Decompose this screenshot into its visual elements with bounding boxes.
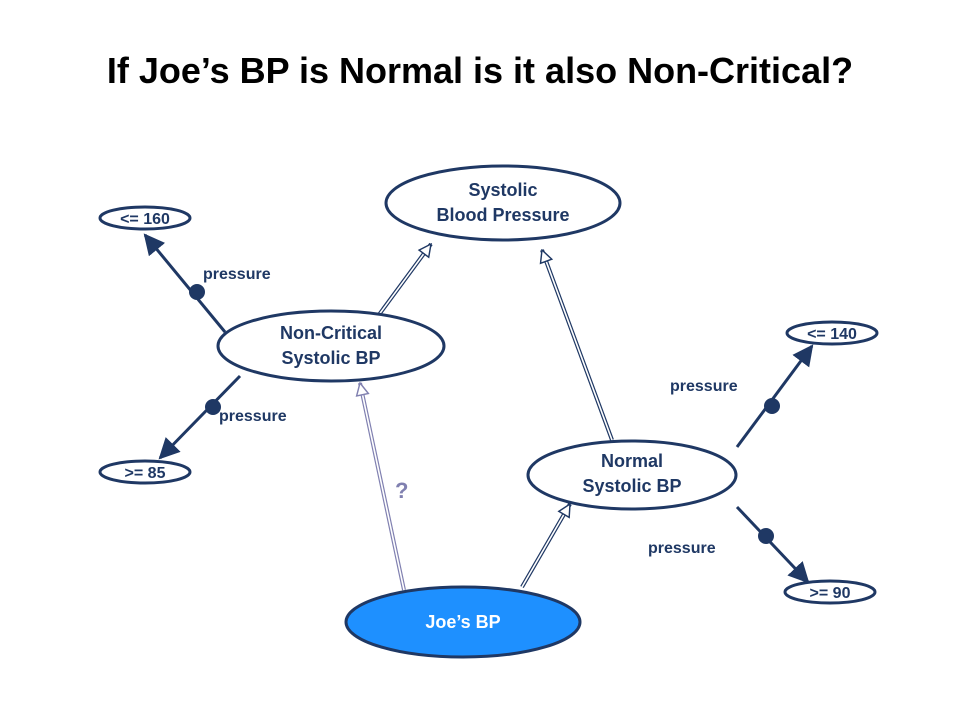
node-systolic-line2: Blood Pressure (436, 205, 569, 225)
node-noncritical-line2: Systolic BP (281, 348, 380, 368)
value-n-upper: <= 140 (807, 326, 857, 343)
edge-label-nc-lower: pressure (219, 408, 287, 425)
value-node-nc-lower: >= 85 (98, 459, 192, 485)
value-nc-lower: >= 85 (125, 465, 166, 482)
value-node-n-lower: >= 90 (783, 579, 877, 605)
edge-label-n-lower: pressure (648, 540, 716, 557)
node-normal-line2: Systolic BP (582, 476, 681, 496)
property-edge-n-upper (735, 344, 814, 448)
node-systolic-blood-pressure: Systolic Blood Pressure (384, 164, 622, 242)
property-dot (758, 528, 774, 544)
node-joes-label: Joe’s BP (425, 612, 500, 632)
property-edge-nc-upper (143, 233, 227, 333)
property-dot (764, 398, 780, 414)
property-edge-nc-lower (158, 374, 242, 460)
slide-title: If Joe’s BP is Normal is it also Non-Cri… (106, 50, 854, 91)
value-node-n-upper: <= 140 (785, 320, 879, 346)
edge-label-nc-upper: pressure (203, 266, 271, 283)
node-normal-line1: Normal (601, 451, 663, 471)
node-systolic-line1: Systolic (468, 180, 537, 200)
node-normal-systolic-bp: Normal Systolic BP (526, 439, 738, 511)
value-n-lower: >= 90 (810, 585, 851, 602)
value-node-nc-upper: <= 160 (98, 205, 192, 231)
node-joes-bp: Joe’s BP (344, 585, 582, 659)
node-noncritical-line1: Non-Critical (280, 323, 382, 343)
edge-label-n-upper: pressure (670, 378, 738, 395)
subclass-edge-normal-to-systolic (542, 250, 614, 441)
property-edge-n-lower (735, 505, 810, 584)
property-dot (205, 399, 221, 415)
query-question-mark: ? (395, 478, 408, 503)
subclass-edge-noncritical-to-systolic (376, 244, 433, 318)
property-dot (189, 284, 205, 300)
query-edge-joes-to-noncritical (360, 383, 406, 591)
type-edge-joes-to-normal (520, 504, 572, 589)
node-non-critical-systolic-bp: Non-Critical Systolic BP (216, 309, 446, 383)
value-nc-upper: <= 160 (120, 211, 170, 228)
